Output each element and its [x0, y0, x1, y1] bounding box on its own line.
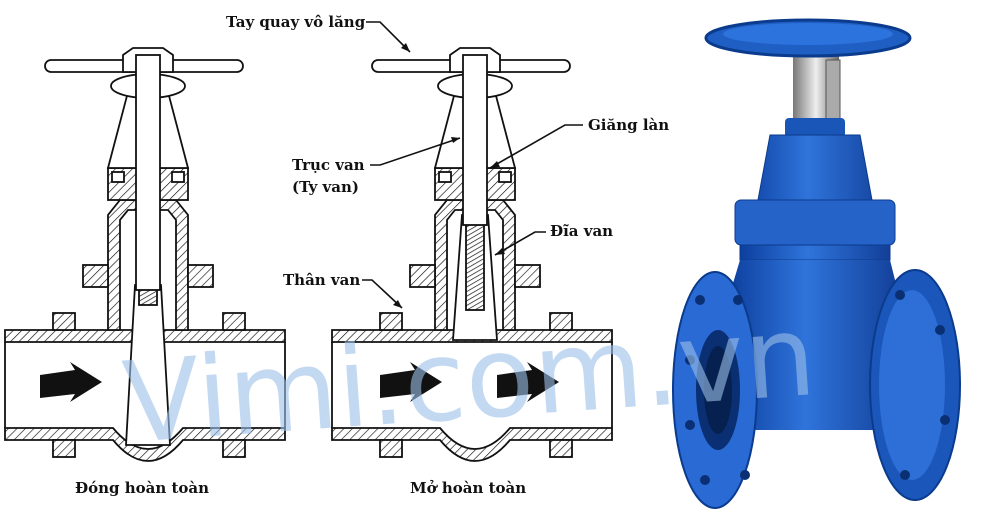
label-stem-alt: (Ty van): [292, 178, 359, 196]
label-packing: Giăng làn: [588, 116, 669, 134]
caption-closed: Đóng hoàn toàn: [75, 479, 209, 497]
flow-arrow-icon: [40, 362, 102, 402]
label-handwheel: Tay quay vô lăng: [226, 13, 366, 31]
leader-lines: [362, 21, 583, 309]
flow-arrow-icon: [497, 362, 559, 402]
label-stem: Trục van: [292, 156, 365, 174]
flow-arrow-icon: [380, 362, 442, 402]
caption-open: Mở hoàn toàn: [410, 479, 526, 497]
label-body: Thân van: [283, 271, 360, 289]
valve-stem: [135, 54, 161, 291]
gate-valve-photo: [672, 18, 961, 509]
label-disc: Đĩa van: [550, 222, 613, 240]
valve-stem: [462, 54, 488, 226]
valve-closed-drawing: [4, 47, 286, 462]
valve-open-drawing: [331, 47, 613, 462]
